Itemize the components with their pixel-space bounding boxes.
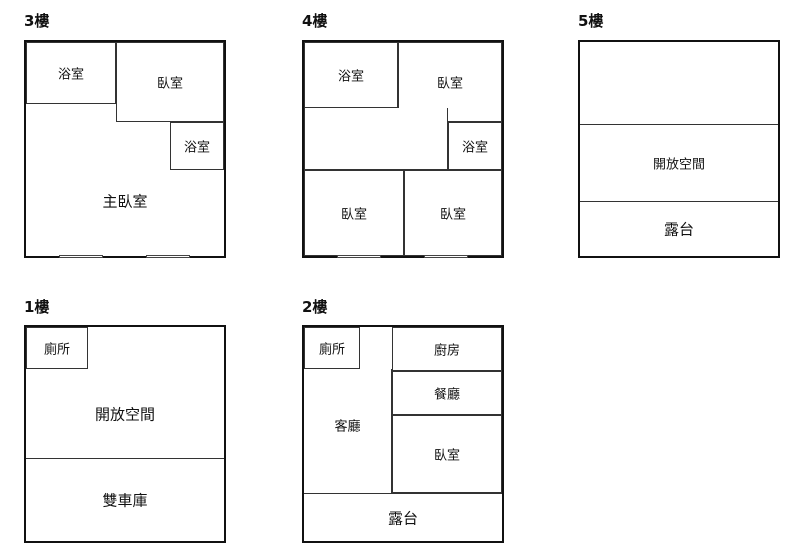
- room-label: 開放空間: [94, 405, 155, 423]
- window: [59, 255, 103, 258]
- floor-2-toilet: 廁所: [304, 327, 360, 369]
- floor-2-plan: 廁所 客廳 廚房 餐廳 臥室 露台: [302, 325, 504, 543]
- floor-2-kitchen: 廚房: [392, 327, 502, 371]
- floor-2-bedroom: 臥室: [392, 415, 502, 493]
- floor-4-bedroom-c: 臥室: [404, 170, 502, 256]
- floor-5-terrace: 露台: [580, 202, 778, 256]
- floor-3-plan: 浴室 臥室 浴室 主臥室: [24, 40, 226, 258]
- room-label: 浴室: [183, 140, 210, 156]
- floor-3-bath-b: 浴室: [170, 122, 224, 170]
- room-label: 開放空間: [652, 157, 705, 173]
- room-label: 客廳: [334, 419, 361, 435]
- floor-1-garage: 雙車庫: [26, 459, 224, 541]
- window: [146, 255, 190, 258]
- room-label: 露台: [663, 220, 694, 239]
- floor-1-label: 1樓: [24, 298, 50, 316]
- room-label: 臥室: [439, 207, 466, 223]
- room-label: 臥室: [433, 448, 460, 464]
- floor-3-label: 3樓: [24, 12, 50, 30]
- floor-4-bath-b: 浴室: [448, 122, 502, 170]
- window: [424, 255, 468, 258]
- floor-5-label: 5樓: [578, 12, 604, 30]
- room-label: 臥室: [156, 76, 183, 92]
- room-label: 雙車庫: [102, 491, 148, 510]
- room-label: 餐廳: [433, 387, 460, 403]
- room-label: 臥室: [340, 207, 367, 223]
- room-label: 浴室: [461, 140, 488, 156]
- floor-3-bath-a: 浴室: [26, 42, 116, 104]
- room-label: 廁所: [318, 342, 345, 358]
- floor-4-bedroom-b: 臥室: [304, 170, 404, 256]
- floor-2-terrace: 露台: [304, 493, 502, 541]
- floor-5-open-space: 開放空間: [580, 125, 778, 202]
- floor-3-master-bedroom: 主臥室: [26, 170, 224, 256]
- floor-4-label: 4樓: [302, 12, 328, 30]
- floor-2-dining: 餐廳: [392, 371, 502, 415]
- window: [337, 255, 381, 258]
- room-label: 臥室: [436, 76, 463, 92]
- floor-3-bedroom: 臥室: [116, 42, 224, 122]
- room-label: 廚房: [433, 343, 460, 359]
- floor-2-living: 客廳: [304, 369, 392, 493]
- floor-5-upper-area: [580, 42, 778, 125]
- room-label: 露台: [387, 509, 418, 527]
- floor-1-open-space: 開放空間: [26, 369, 224, 459]
- room-label: 主臥室: [102, 192, 148, 211]
- floor-2-label: 2樓: [302, 298, 328, 316]
- room-label: 廁所: [43, 342, 70, 358]
- room-label: 浴室: [337, 69, 364, 85]
- floor-4-bath-a: 浴室: [304, 42, 398, 108]
- floor-1-plan: 廁所 開放空間 雙車庫: [24, 325, 226, 543]
- floor-1-toilet: 廁所: [26, 327, 88, 369]
- floor-4-hall: [304, 108, 448, 170]
- floor-4-plan: 浴室 臥室 浴室 臥室 臥室: [302, 40, 504, 258]
- floor-5-plan: 開放空間 露台: [578, 40, 780, 258]
- room-label: 浴室: [57, 67, 84, 83]
